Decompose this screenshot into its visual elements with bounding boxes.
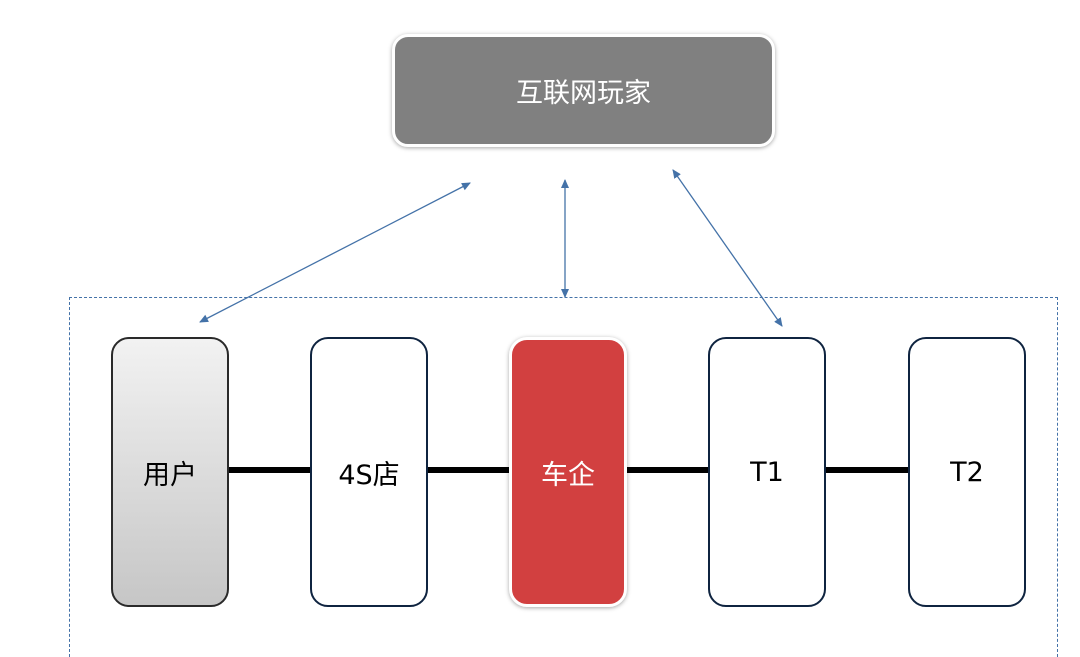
node-t1-label: T1 xyxy=(750,456,784,488)
node-dealer-label: 4S店 xyxy=(338,459,400,491)
node-t1: T1 xyxy=(708,337,826,607)
connector-user-dealer xyxy=(229,467,311,473)
node-user-label: 用户 xyxy=(143,459,197,491)
connector-oem-t1 xyxy=(626,467,710,473)
arrow-user-internet xyxy=(199,182,471,323)
node-oem: 车企 xyxy=(509,337,627,607)
connector-dealer-oem xyxy=(428,467,512,473)
internet-player-node: 互联网玩家 xyxy=(392,34,775,147)
connector-t1-t2 xyxy=(826,467,910,473)
node-user: 用户 xyxy=(111,337,229,607)
node-t2: T2 xyxy=(908,337,1026,607)
node-t2-label: T2 xyxy=(950,456,984,488)
node-dealer: 4S店 xyxy=(310,337,428,607)
internet-player-label: 互联网玩家 xyxy=(516,78,651,109)
arrow-t1-internet xyxy=(672,169,783,327)
node-oem-label: 车企 xyxy=(541,459,595,491)
